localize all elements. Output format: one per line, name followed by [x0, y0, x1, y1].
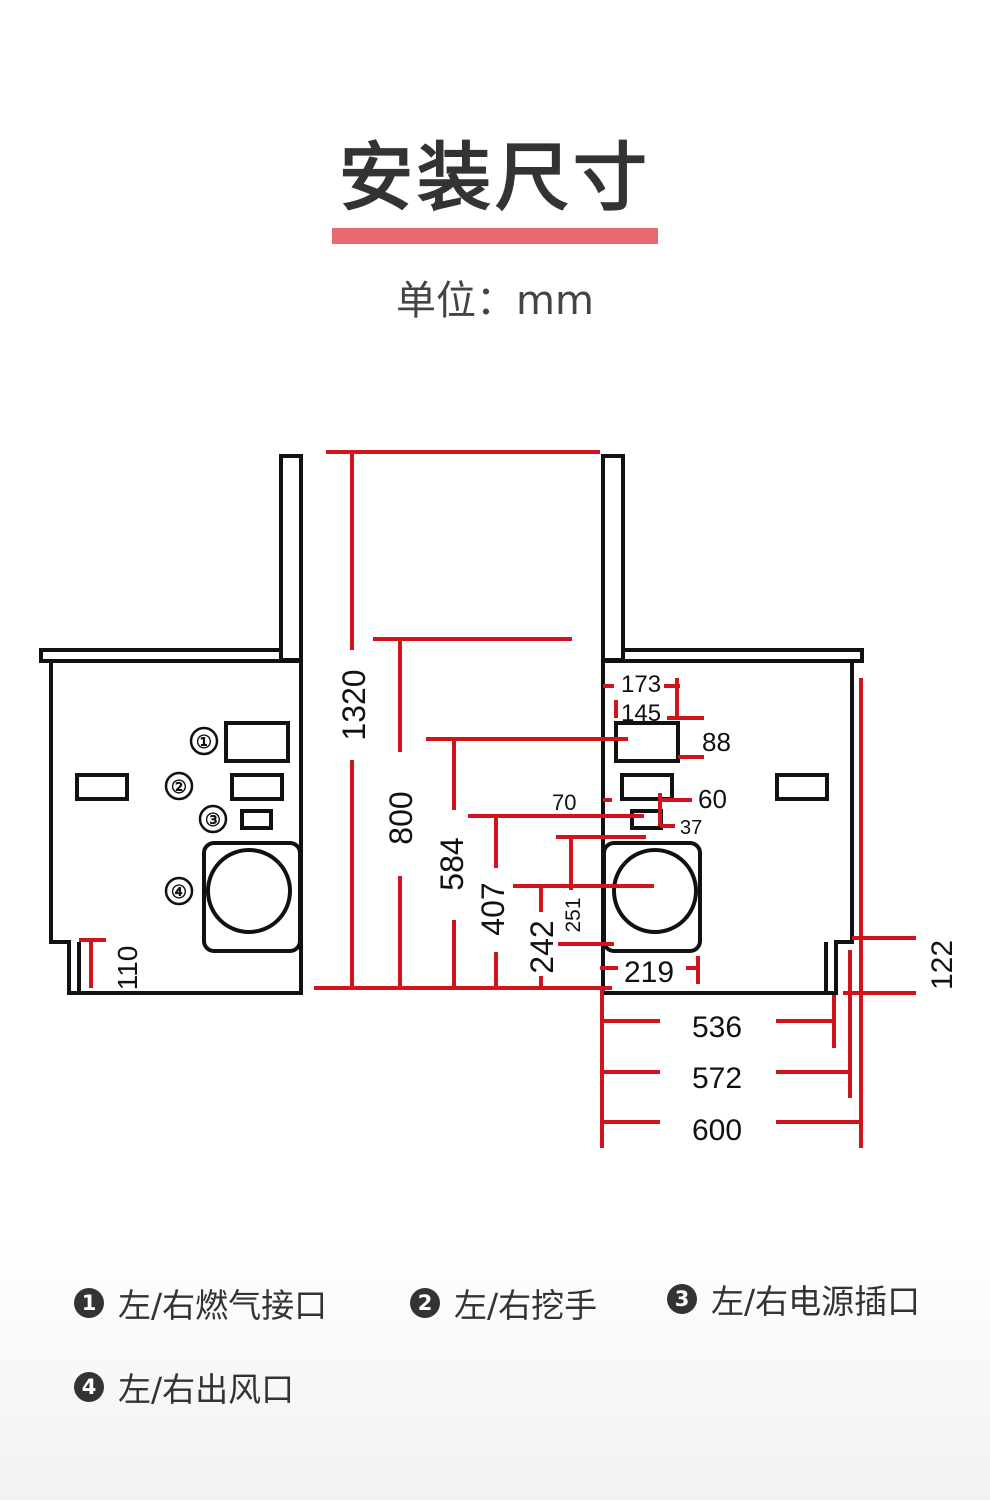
legend-item-grip: 2 左/右挖手	[410, 1279, 597, 1327]
marker-2: ②	[164, 771, 194, 801]
legend-item-vent: 4 左/右出风口	[74, 1363, 294, 1411]
right-grip	[620, 773, 674, 801]
right-power-socket	[630, 809, 663, 830]
right-vent-circle	[612, 848, 698, 934]
dim-88: 88	[702, 727, 731, 757]
left-markers: ① ② ③ ④	[164, 726, 228, 906]
left-side-panel	[279, 454, 303, 662]
dim-407: 407	[475, 882, 511, 935]
right-gas-port	[614, 721, 680, 763]
left-grip	[230, 773, 284, 801]
legend-label: 左/右挖手	[454, 1286, 598, 1325]
svg-text:④: ④	[171, 882, 187, 902]
legend-label: 左/右电源插口	[711, 1282, 921, 1321]
dim-584: 584	[434, 837, 470, 890]
svg-text:③: ③	[205, 810, 221, 830]
legend-number: 2	[410, 1288, 440, 1318]
dim-173: 173	[621, 671, 661, 698]
left-vent-circle	[206, 848, 292, 934]
cabinet-outlines	[39, 454, 864, 995]
dim-251: 251	[562, 897, 585, 932]
legend-item-gas: 1 左/右燃气接口	[74, 1279, 327, 1327]
legend-number: 1	[74, 1288, 104, 1318]
left-gas-port	[224, 721, 290, 763]
right-countertop	[601, 648, 864, 663]
dim-242: 242	[524, 920, 560, 973]
left-vent-frame	[202, 841, 302, 953]
right-vent-frame	[602, 841, 702, 953]
legend-number: 4	[74, 1372, 104, 1402]
dim-536: 536	[692, 1011, 742, 1044]
svg-text:①: ①	[196, 732, 212, 752]
left-power-socket	[240, 809, 273, 830]
legend-label: 左/右出风口	[118, 1370, 295, 1409]
dim-1320: 1320	[336, 669, 372, 740]
unit-label: 单位：mm	[396, 278, 594, 324]
page-title: 安装尺寸	[339, 135, 651, 221]
dim-37: 37	[680, 817, 702, 839]
dim-70: 70	[552, 790, 576, 815]
dimension-lines	[79, 450, 916, 1148]
dim-572: 572	[692, 1062, 742, 1095]
right-handle-slot	[775, 773, 829, 801]
left-handle-slot	[75, 773, 129, 801]
legend-label: 左/右燃气接口	[118, 1286, 328, 1325]
svg-text:②: ②	[171, 777, 187, 797]
dimension-labels: 1320 800 584 407 242 251 110 122 173 145…	[112, 669, 959, 1147]
dim-122: 122	[926, 940, 959, 990]
title-underline	[332, 228, 658, 244]
marker-1: ①	[189, 726, 219, 756]
dim-600: 600	[692, 1114, 742, 1147]
legend-item-power: 3 左/右电源插口	[667, 1275, 920, 1323]
marker-3: ③	[198, 804, 228, 834]
dim-145: 145	[621, 700, 661, 727]
legend-number: 3	[667, 1284, 697, 1314]
dim-110: 110	[112, 946, 143, 991]
dim-60: 60	[698, 784, 727, 814]
dim-219: 219	[624, 956, 674, 989]
marker-4: ④	[164, 876, 194, 906]
dim-800: 800	[383, 791, 419, 844]
left-countertop	[39, 648, 303, 663]
right-side-panel	[601, 454, 625, 662]
